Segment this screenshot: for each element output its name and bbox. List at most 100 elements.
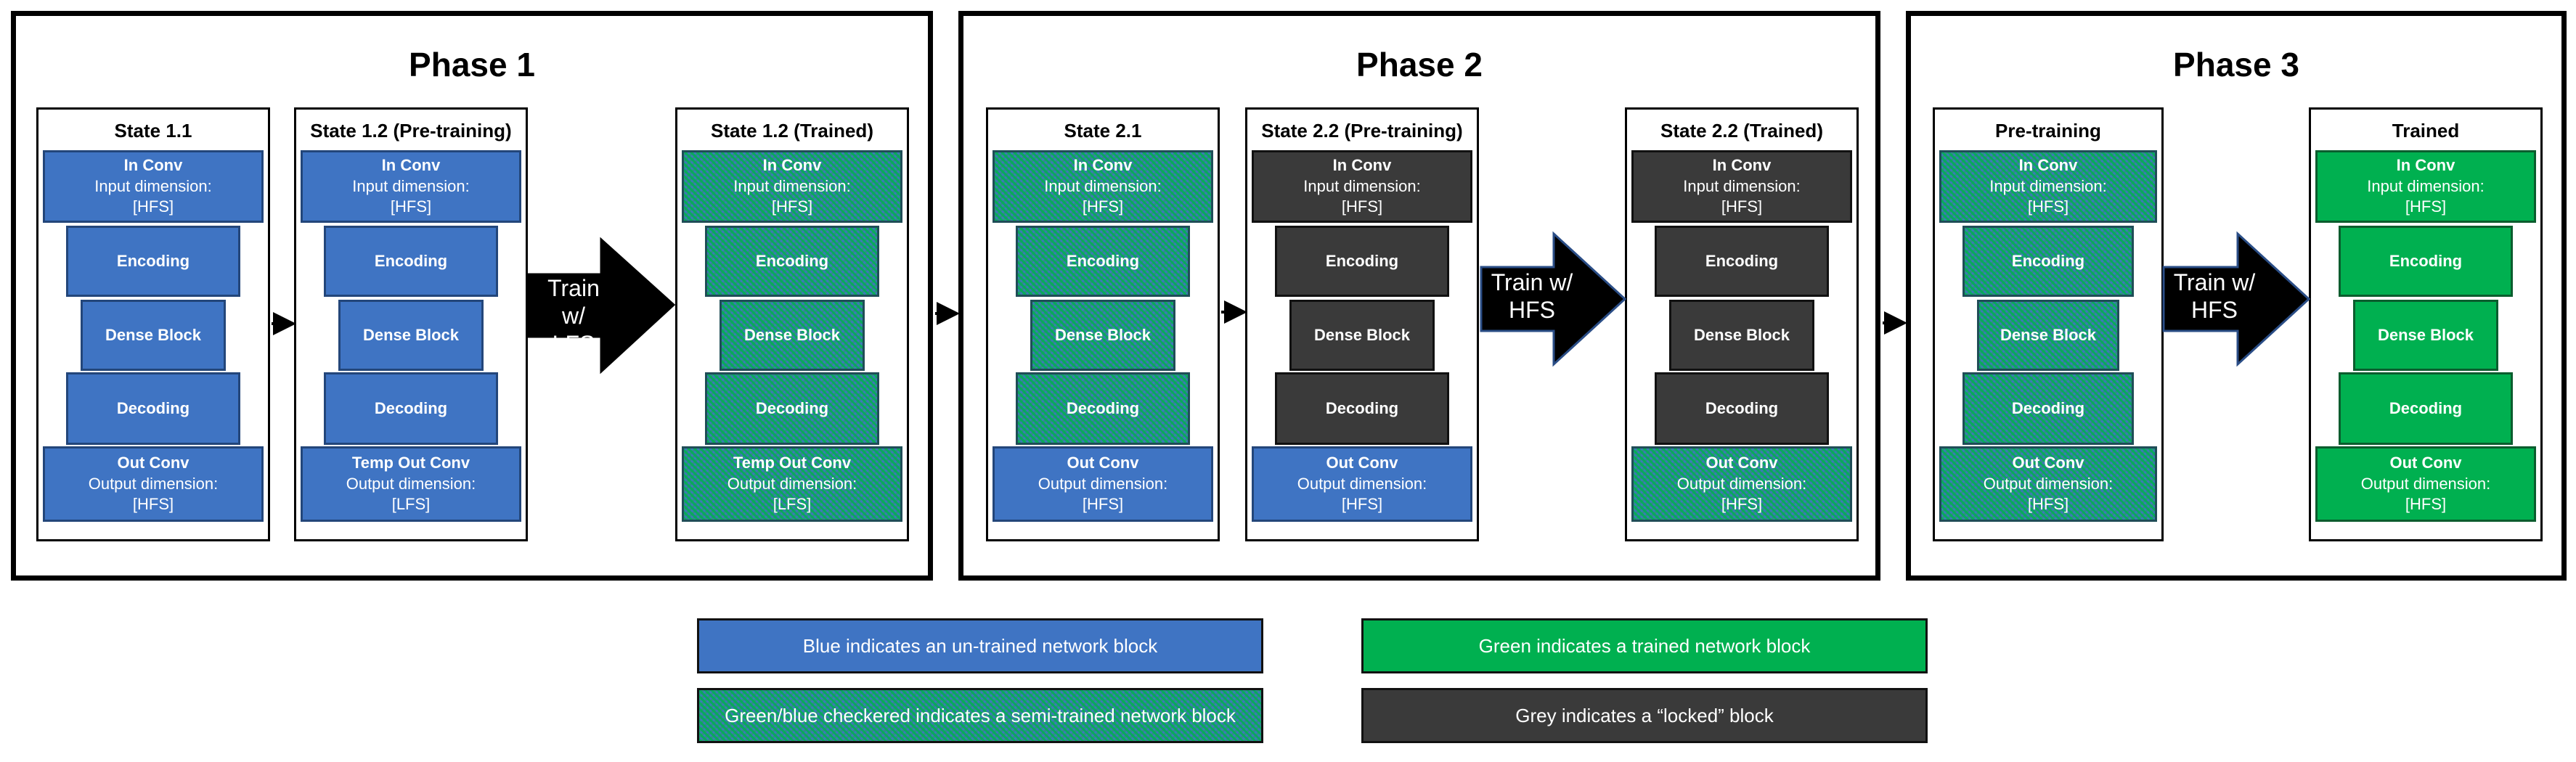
block-dimension-value: [HFS] [1721, 197, 1763, 216]
dense-block: Dense Block [1977, 300, 2119, 371]
block-dimension-label: Input dimension: [1989, 176, 2107, 195]
phase-title: Phase 1 [409, 46, 535, 83]
encoding-block: Encoding [1962, 226, 2134, 297]
train-arrow-label: Train w/HFS [1491, 269, 1573, 324]
block-name: In Conv [2018, 156, 2078, 175]
block-name: Out Conv [1326, 454, 1398, 472]
dense-block: Dense Block [1669, 300, 1814, 371]
train-arrow-shape [1480, 231, 1627, 367]
block-dimension-label: Input dimension: [1303, 176, 1421, 195]
dense-block: Dense Block [720, 300, 865, 371]
block-name: Encoding [755, 251, 829, 270]
block-dimension-value: [HFS] [2027, 197, 2069, 216]
block-name: In Conv [1332, 156, 1392, 175]
legend-grey: Grey indicates a “locked” block [1361, 688, 1928, 743]
block-dimension-label: Input dimension: [352, 176, 470, 195]
block-dimension-label: Input dimension: [2367, 176, 2485, 195]
block-name: Dense Block [1693, 325, 1790, 344]
block-name: Out Conv [1705, 454, 1778, 472]
dense-block: Dense Block [338, 300, 484, 371]
state-title: State 2.2 (Trained) [1660, 120, 1823, 142]
phase-title: Phase 2 [1356, 46, 1483, 83]
block-dimension-value: [LFS] [773, 495, 812, 514]
block-name: Dense Block [2377, 325, 2474, 344]
legend-checkered: Green/blue checkered indicates a semi-tr… [697, 688, 1263, 743]
block-name: Decoding [374, 398, 448, 417]
block-name: Dense Block [105, 325, 202, 344]
block-name: Encoding [2011, 251, 2085, 270]
block-name: In Conv [123, 156, 183, 175]
block-dimension-value: [HFS] [132, 197, 174, 216]
block-name: Dense Block [2000, 325, 2097, 344]
block-name: Out Conv [2012, 454, 2084, 472]
block-dimension-value: [HFS] [132, 495, 174, 514]
encoding-block: Encoding [705, 226, 879, 297]
decoding-block: Decoding [1655, 372, 1829, 445]
decoding-block: Decoding [1962, 372, 2134, 445]
state-title: Trained [2392, 120, 2460, 142]
block-name: In Conv [1712, 156, 1772, 175]
block-name: Encoding [116, 251, 190, 270]
encoding-block: Encoding [1655, 226, 1829, 297]
block-name: Encoding [1325, 251, 1399, 270]
train-arrow-label: Train w/HFS [2173, 269, 2256, 324]
decoding-block: Decoding [1016, 372, 1190, 445]
state-title: State 1.1 [114, 120, 192, 142]
block-dimension-label: Output dimension: [727, 474, 857, 493]
block-name: Decoding [755, 398, 829, 417]
block-name: Dense Block [362, 325, 460, 344]
dense-block: Dense Block [81, 300, 226, 371]
phase-title: Phase 3 [2173, 46, 2299, 83]
dense-block: Dense Block [1289, 300, 1435, 371]
block-dimension-label: Input dimension: [1683, 176, 1801, 195]
block-name: Decoding [1705, 398, 1779, 417]
block-dimension-value: [HFS] [1082, 495, 1124, 514]
legend-blue: Blue indicates an un-trained network blo… [697, 618, 1263, 673]
block-dimension-value: [HFS] [2405, 197, 2447, 216]
block-name: Dense Block [743, 325, 841, 344]
block-dimension-value: [HFS] [2027, 495, 2069, 514]
block-name: In Conv [762, 156, 822, 175]
train-arrow-shape [527, 237, 676, 374]
block-dimension-label: Input dimension: [94, 176, 212, 195]
state-title: State 2.1 [1064, 120, 1142, 142]
block-name: In Conv [381, 156, 441, 175]
block-name: Encoding [2389, 251, 2463, 270]
train-arrow-label: Train w/LFS [547, 275, 600, 357]
block-name: Decoding [1325, 398, 1399, 417]
block-dimension-label: Output dimension: [1983, 474, 2114, 493]
block-dimension-value: [HFS] [1341, 197, 1383, 216]
encoding-block: Encoding [324, 226, 498, 297]
block-dimension-label: Output dimension: [1676, 474, 1807, 493]
state-title: State 1.2 (Pre-training) [310, 120, 512, 142]
block-dimension-label: Input dimension: [1044, 176, 1162, 195]
block-name: Decoding [2389, 398, 2463, 417]
block-name: Encoding [1066, 251, 1140, 270]
block-dimension-value: [LFS] [391, 495, 431, 514]
block-name: Decoding [2011, 398, 2085, 417]
block-dimension-label: Output dimension: [1038, 474, 1168, 493]
dense-block: Dense Block [1030, 300, 1175, 371]
decoding-block: Decoding [324, 372, 498, 445]
block-dimension-label: Output dimension: [88, 474, 219, 493]
block-name: In Conv [1073, 156, 1133, 175]
legend-green: Green indicates a trained network block [1361, 618, 1928, 673]
